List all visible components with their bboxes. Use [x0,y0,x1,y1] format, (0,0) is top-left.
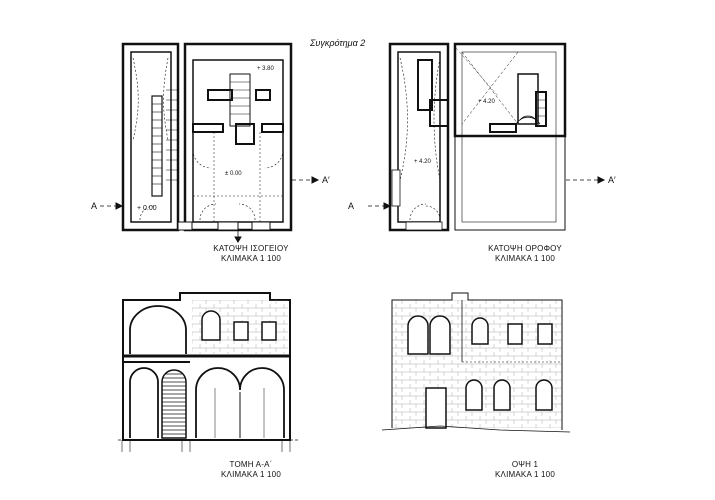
section-marker-a-prime-upper: A′ [608,175,616,185]
upper-plan-level-label: + 4.20 [478,99,496,105]
ground-plan-level-label: + 3.80 [257,66,275,72]
elevation-scale: ΚΛΙΜΑΚΑ 1 100 [495,470,555,479]
upper-plan-level-label: + 4.20 [414,159,432,165]
section-marker-a-ground: A [91,201,97,211]
upper-plan-scale: ΚΛΙΜΑΚΑ 1 100 [495,254,555,263]
upper-plan-name: ΚΑΤΟΨΗ ΟΡΟΦΟΥ [488,244,562,253]
sheet-title: Συγκρότημα 2 [310,38,366,48]
ground-plan-level-label: + 0.00 [137,205,157,212]
section-a-a-drawing [118,292,300,452]
section-marker-a-prime-ground: A′ [322,175,330,185]
elevation-1-drawing [381,292,571,433]
section-name: ΤΟΜΗ Α-Α΄ [229,460,273,469]
section-caption: ΤΟΜΗ Α-Α΄ ΚΛΙΜΑΚΑ 1 100 [196,460,306,480]
section-scale: ΚΛΙΜΑΚΑ 1 100 [221,470,281,479]
section-marker-a-upper: A [348,201,354,211]
upper-floor-plan [368,42,606,232]
ground-plan-name: ΚΑΤΟΨΗ ΙΣΟΓΕΙΟΥ [213,244,289,253]
ground-floor-plan [100,42,320,243]
ground-plan-scale: ΚΛΙΜΑΚΑ 1 100 [221,254,281,263]
elevation-name: ΟΨΗ 1 [511,460,539,469]
upper-plan-caption: ΚΑΤΟΨΗ ΟΡΟΦΟΥ ΚΛΙΜΑΚΑ 1 100 [470,244,580,264]
elevation-caption: ΟΨΗ 1 ΚΛΙΜΑΚΑ 1 100 [470,460,580,480]
ground-plan-caption: ΚΑΤΟΨΗ ΙΣΟΓΕΙΟΥ ΚΛΙΜΑΚΑ 1 100 [196,244,306,264]
ground-plan-level-label: ± 0.00 [225,171,242,177]
